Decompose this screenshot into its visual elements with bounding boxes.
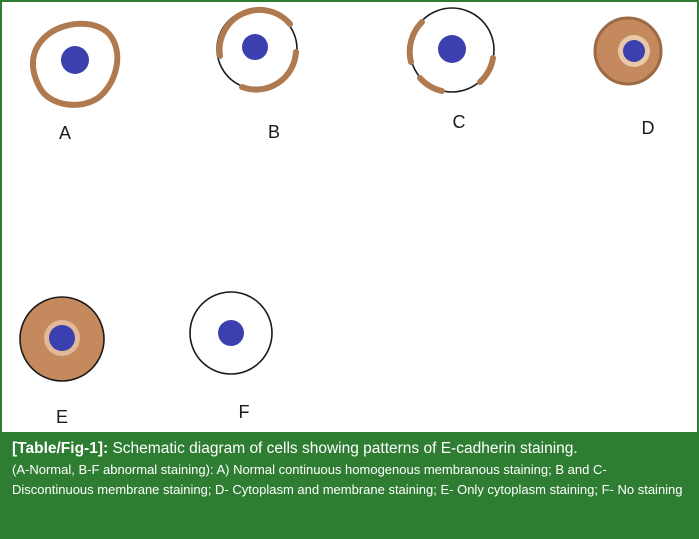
cell-label-e: E	[55, 407, 68, 427]
cell-c-stain	[406, 19, 425, 65]
cell-label-d: D	[641, 118, 655, 138]
cell-c-nucleus	[438, 35, 466, 63]
cell-label-f: F	[238, 402, 250, 422]
figure-caption: [Table/Fig-1]: Schematic diagram of cell…	[2, 432, 697, 537]
cell-f-nucleus	[218, 320, 244, 346]
cell-label-c: C	[452, 112, 466, 132]
cell-c-stain	[477, 55, 496, 85]
cell-f	[189, 291, 273, 375]
figure-label: [Table/Fig-1]:	[12, 440, 109, 457]
cell-b	[216, 6, 299, 93]
cell-b-stain	[216, 6, 293, 59]
cell-a-nucleus	[61, 46, 89, 74]
cell-d-nucleus	[623, 40, 645, 62]
cell-label-a: A	[58, 123, 71, 143]
cell-e-nucleus	[49, 325, 75, 351]
cell-c	[406, 7, 496, 94]
cell-b-nucleus	[242, 34, 268, 60]
cell-schematic-diagram	[19, 6, 663, 382]
cell-e	[19, 296, 105, 382]
caption-description: (A-Normal, B-F abnormal staining): A) No…	[12, 462, 683, 497]
cell-b-stain	[239, 49, 299, 93]
cell-d	[593, 16, 663, 86]
cell-a	[30, 20, 121, 108]
caption-heading: [Table/Fig-1]: Schematic diagram of cell…	[12, 438, 687, 459]
caption-title: Schematic diagram of cells showing patte…	[112, 440, 578, 457]
cell-c-stain	[417, 75, 445, 94]
cell-label-b: B	[267, 122, 280, 142]
